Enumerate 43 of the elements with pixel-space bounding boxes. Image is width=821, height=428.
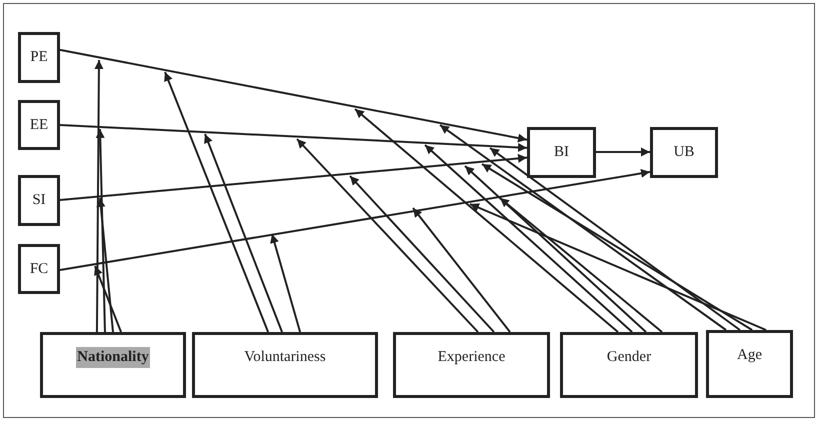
node-label: Experience bbox=[438, 349, 506, 366]
node-label: PE bbox=[30, 49, 48, 66]
construct-box bbox=[18, 175, 60, 226]
construct-box bbox=[18, 32, 60, 83]
moderator-box bbox=[560, 332, 698, 398]
node-label: Nationality bbox=[76, 347, 150, 368]
arrow bbox=[596, 148, 650, 156]
moderator-box bbox=[393, 332, 550, 398]
arrow bbox=[439, 124, 727, 331]
arrow bbox=[464, 165, 647, 333]
moderator-box bbox=[40, 332, 186, 398]
arrow bbox=[60, 154, 528, 201]
arrow bbox=[349, 175, 495, 333]
arrow bbox=[60, 48, 528, 142]
arrow bbox=[60, 124, 528, 152]
arrow bbox=[424, 144, 633, 333]
arrow bbox=[164, 72, 269, 332]
construct-box bbox=[18, 244, 60, 294]
node-label: SI bbox=[32, 192, 46, 209]
arrow bbox=[470, 203, 766, 331]
node-label: UB bbox=[674, 144, 694, 161]
arrow bbox=[96, 198, 114, 332]
node-label: Voluntariness bbox=[244, 349, 326, 366]
construct-box bbox=[650, 127, 718, 178]
node-label: Age bbox=[737, 347, 762, 364]
arrow bbox=[204, 134, 283, 332]
arrow bbox=[96, 128, 106, 332]
arrow bbox=[60, 168, 650, 271]
node-label: Gender bbox=[606, 349, 652, 366]
arrow bbox=[499, 197, 663, 333]
node-label: BI bbox=[554, 144, 569, 161]
construct-box bbox=[527, 127, 596, 178]
arrow bbox=[94, 60, 104, 332]
construct-box bbox=[18, 100, 60, 150]
moderator-box bbox=[706, 330, 793, 398]
node-label: EE bbox=[30, 116, 48, 134]
arrow bbox=[94, 266, 122, 332]
arrow bbox=[296, 138, 479, 333]
arrow bbox=[270, 234, 302, 332]
arrow bbox=[412, 207, 511, 333]
node-label: FC bbox=[30, 260, 48, 278]
arrow bbox=[354, 108, 619, 333]
moderator-box bbox=[192, 332, 378, 398]
